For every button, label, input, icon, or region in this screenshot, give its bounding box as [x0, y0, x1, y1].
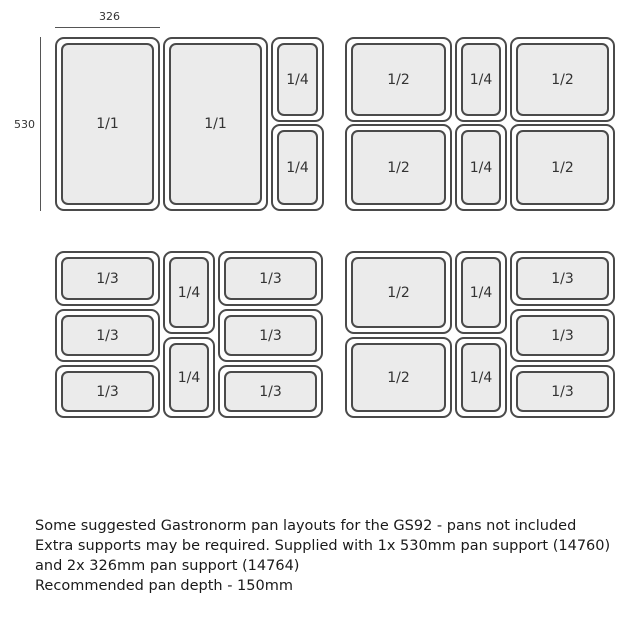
gastronorm-pan: 1/3	[510, 365, 615, 418]
pan-size-label: 1/4	[277, 43, 318, 116]
gastronorm-pan: 1/4	[271, 124, 324, 211]
height-dimension-line	[40, 37, 41, 211]
gastronorm-pan: 1/4	[271, 37, 324, 122]
gastronorm-pan: 1/3	[510, 251, 615, 306]
gastronorm-pan: 1/3	[218, 251, 323, 306]
pan-size-label: 1/2	[351, 130, 446, 205]
pan-size-label: 1/3	[61, 315, 154, 356]
pan-size-label: 1/3	[516, 315, 609, 356]
pan-size-label: 1/3	[516, 257, 609, 300]
gastronorm-pan: 1/2	[510, 124, 615, 211]
pan-size-label: 1/2	[351, 43, 446, 116]
pan-size-label: 1/1	[61, 43, 154, 205]
gastronorm-pan: 1/4	[455, 337, 507, 418]
gastronorm-pan: 1/2	[345, 337, 452, 418]
gastronorm-pan: 1/4	[163, 251, 215, 334]
gastronorm-pan: 1/3	[510, 309, 615, 362]
gastronorm-pan: 1/4	[455, 124, 507, 211]
gastronorm-pan: 1/2	[345, 37, 452, 122]
gastronorm-pan: 1/3	[55, 365, 160, 418]
gastronorm-pan: 1/1	[55, 37, 160, 211]
pan-size-label: 1/3	[516, 371, 609, 412]
gastronorm-pan: 1/4	[455, 37, 507, 122]
gastronorm-pan: 1/4	[163, 337, 215, 418]
gastronorm-pan: 1/3	[218, 365, 323, 418]
caption-line: Extra supports may be required. Supplied…	[35, 538, 611, 554]
width-dimension-label: 326	[99, 10, 120, 23]
gastronorm-pan: 1/3	[218, 309, 323, 362]
width-dimension-line	[55, 27, 160, 28]
pan-size-label: 1/4	[169, 257, 209, 328]
pan-size-label: 1/3	[61, 257, 154, 300]
pan-size-label: 1/2	[516, 130, 609, 205]
caption-line: Some suggested Gastronorm pan layouts fo…	[35, 518, 577, 534]
caption: Some suggested Gastronorm pan layouts fo…	[35, 516, 610, 596]
pan-size-label: 1/2	[516, 43, 609, 116]
pan-size-label: 1/2	[351, 343, 446, 412]
pan-size-label: 1/3	[224, 315, 317, 356]
pan-size-label: 1/4	[461, 257, 501, 328]
caption-line: and 2x 326mm pan support (14764)	[35, 558, 300, 574]
pan-size-label: 1/4	[461, 343, 501, 412]
pan-size-label: 1/3	[61, 371, 154, 412]
gastronorm-pan: 1/2	[345, 124, 452, 211]
caption-line: Recommended pan depth - 150mm	[35, 578, 293, 594]
pan-size-label: 1/2	[351, 257, 446, 328]
pan-size-label: 1/4	[277, 130, 318, 205]
pan-size-label: 1/3	[224, 371, 317, 412]
gastronorm-pan: 1/2	[510, 37, 615, 122]
gastronorm-pan: 1/3	[55, 309, 160, 362]
pan-size-label: 1/4	[461, 43, 501, 116]
gastronorm-pan: 1/1	[163, 37, 268, 211]
pan-size-label: 1/4	[461, 130, 501, 205]
height-dimension-label: 530	[14, 118, 35, 131]
gastronorm-pan: 1/2	[345, 251, 452, 334]
pan-size-label: 1/3	[224, 257, 317, 300]
gastronorm-pan: 1/4	[455, 251, 507, 334]
gastronorm-pan: 1/3	[55, 251, 160, 306]
pan-size-label: 1/1	[169, 43, 262, 205]
pan-size-label: 1/4	[169, 343, 209, 412]
